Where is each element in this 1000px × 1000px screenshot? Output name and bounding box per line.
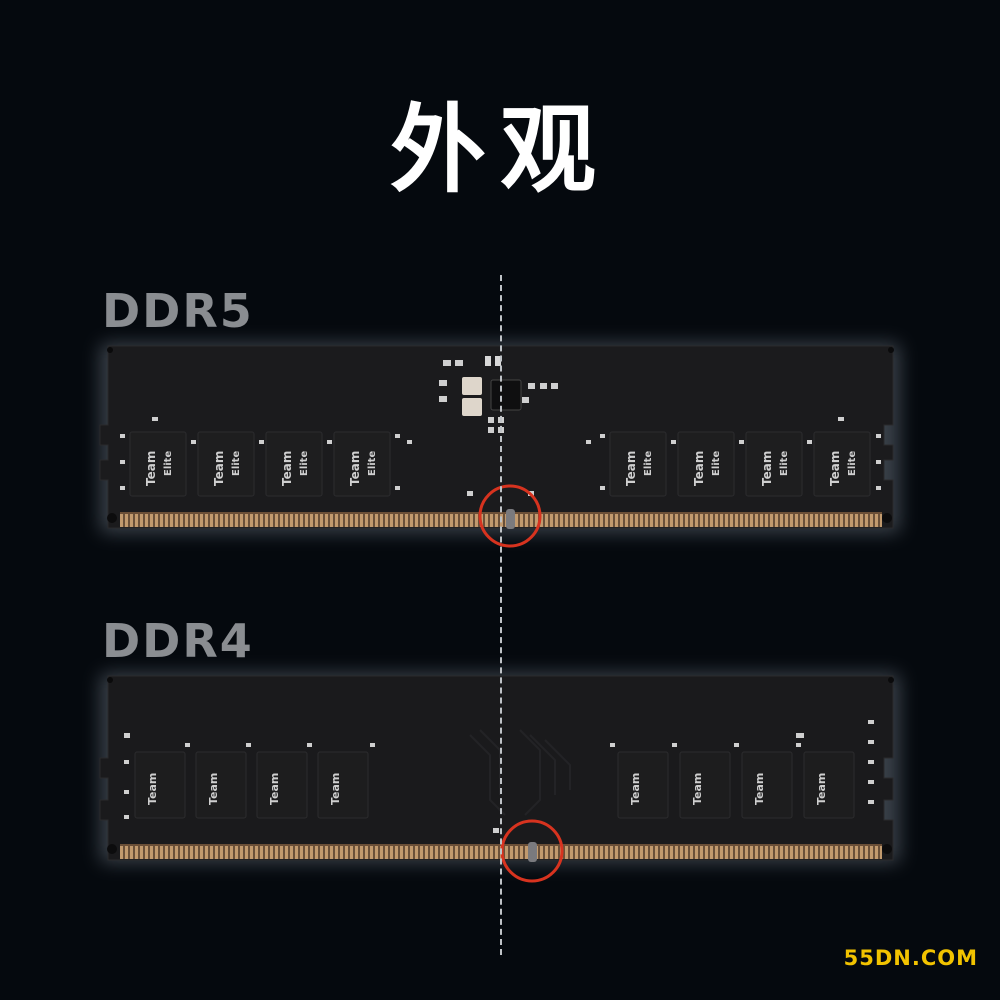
- chip-logo: Elite: [779, 451, 790, 476]
- ddr5-notch-highlight: [478, 484, 542, 548]
- chip-logo: Team: [348, 451, 362, 486]
- chip-logo: Team: [629, 773, 642, 805]
- chip-logo: Team: [624, 451, 638, 486]
- chip-logo: Elite: [367, 451, 378, 476]
- ddr4-notch-highlight: [500, 819, 564, 883]
- watermark: 55DN.COM: [843, 946, 978, 970]
- ddr4-label: DDR4: [102, 614, 254, 668]
- chip-logo: Elite: [847, 451, 858, 476]
- memory-chip: [134, 751, 186, 819]
- chip-logo: Elite: [711, 451, 722, 476]
- chip-logo: Team: [207, 773, 220, 805]
- memory-chip: [679, 751, 731, 819]
- ddr5-notch: [506, 509, 515, 529]
- memory-chip: [677, 431, 735, 497]
- memory-chip: [265, 431, 323, 497]
- chip-logo: Team: [329, 773, 342, 805]
- chip-logo: Team: [146, 773, 159, 805]
- ddr4-notch: [528, 842, 537, 862]
- ddr5-chips: [129, 431, 871, 497]
- memory-chip: [317, 751, 369, 819]
- chip-logo: Elite: [299, 451, 310, 476]
- memory-chip: [745, 431, 803, 497]
- ddr5-label: DDR5: [102, 284, 254, 338]
- chip-logo: Team: [815, 773, 828, 805]
- chip-logo: Elite: [163, 451, 174, 476]
- memory-chip: [129, 431, 187, 497]
- chip-logo: Team: [144, 451, 158, 486]
- chip-logo: Team: [760, 451, 774, 486]
- memory-chip: [813, 431, 871, 497]
- center-reference-line: [500, 275, 502, 955]
- chip-logo: Elite: [643, 451, 654, 476]
- memory-chip: [197, 431, 255, 497]
- chip-logo: Team: [691, 773, 704, 805]
- chip-logo: Team: [828, 451, 842, 486]
- chip-logo: Team: [753, 773, 766, 805]
- page-title: 外观: [390, 94, 610, 206]
- memory-chip: [617, 751, 669, 819]
- memory-chip: [333, 431, 391, 497]
- ddr5-pmic-cluster: [439, 356, 558, 496]
- memory-chip: [803, 751, 855, 819]
- memory-chip: [195, 751, 247, 819]
- ddr4-chips: [134, 751, 855, 819]
- memory-chip: [741, 751, 793, 819]
- chip-logo: Team: [212, 451, 226, 486]
- memory-chip: [256, 751, 308, 819]
- chip-logo: Team: [268, 773, 281, 805]
- memory-chip: [609, 431, 667, 497]
- chip-logo: Team: [280, 451, 294, 486]
- chip-logo: Elite: [231, 451, 242, 476]
- chip-logo: Team: [692, 451, 706, 486]
